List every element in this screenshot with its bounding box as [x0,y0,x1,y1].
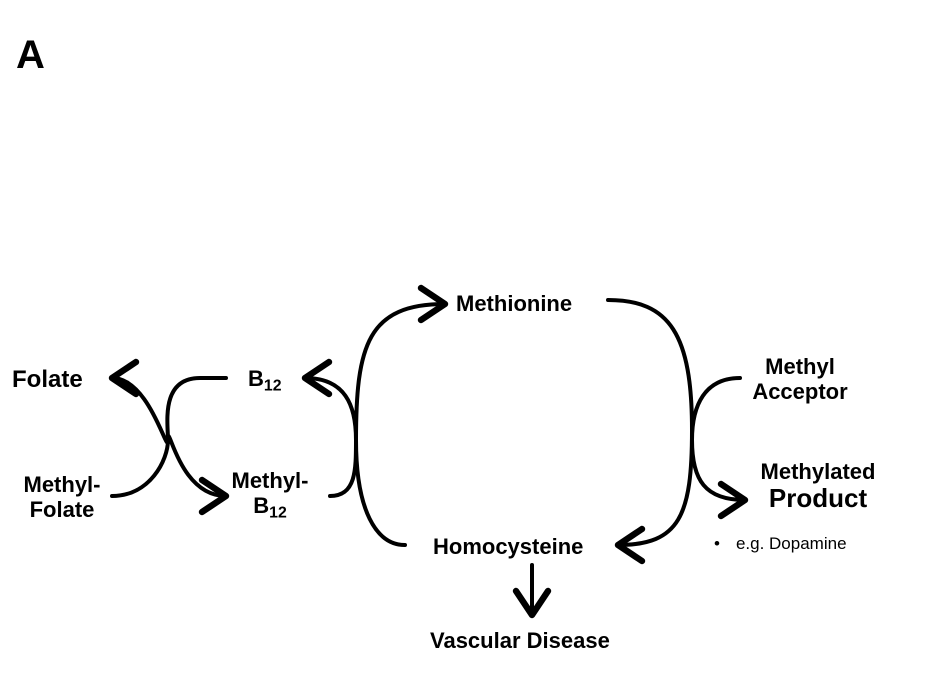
methylated-product-line2: Product [768,483,868,514]
methyl-b12-base: B [253,493,270,519]
methyl-b12-subscript: 12 [269,504,287,522]
methionine-to-homocysteine-arrow [606,298,695,565]
methyl-acceptor-line2: Acceptor [752,379,848,405]
methyl-b12-line2: B12 [220,493,320,521]
b12-to-folate-arrow [108,358,228,445]
node-methionine: Methionine [456,291,573,316]
node-folate: Folate [12,366,83,393]
node-homocysteine: Homocysteine [433,534,584,559]
node-methyl-folate: Methyl- Folate [14,472,110,523]
b12-subscript: 12 [263,377,282,395]
node-methyl-b12: Methyl- B12 [220,468,320,521]
methylfolate-to-methylb12-arrow [110,434,230,516]
panel-label: A [16,33,45,77]
acceptor-to-product-arrow [689,376,749,520]
methyl-acceptor-line1: Methyl [765,354,835,379]
example-note: • e.g. Dopamine [714,534,847,554]
methyl-folate-line2: Folate [29,497,95,523]
example-text: e.g. Dopamine [735,534,847,553]
methyl-b12-line1: Methyl- [231,468,309,493]
node-methylated-product: Methylated Product [744,459,892,514]
example-bullet: • [714,534,720,553]
node-methyl-acceptor: Methyl Acceptor [738,354,862,405]
node-b12: B12 [248,366,282,395]
methyl-folate-line1: Methyl- [23,472,101,497]
methylated-product-line1: Methylated [760,459,876,484]
homocysteine-to-methionine-arrow [353,284,449,547]
node-vascular-disease: Vascular Disease [430,628,610,653]
b12-base: B [248,366,264,391]
